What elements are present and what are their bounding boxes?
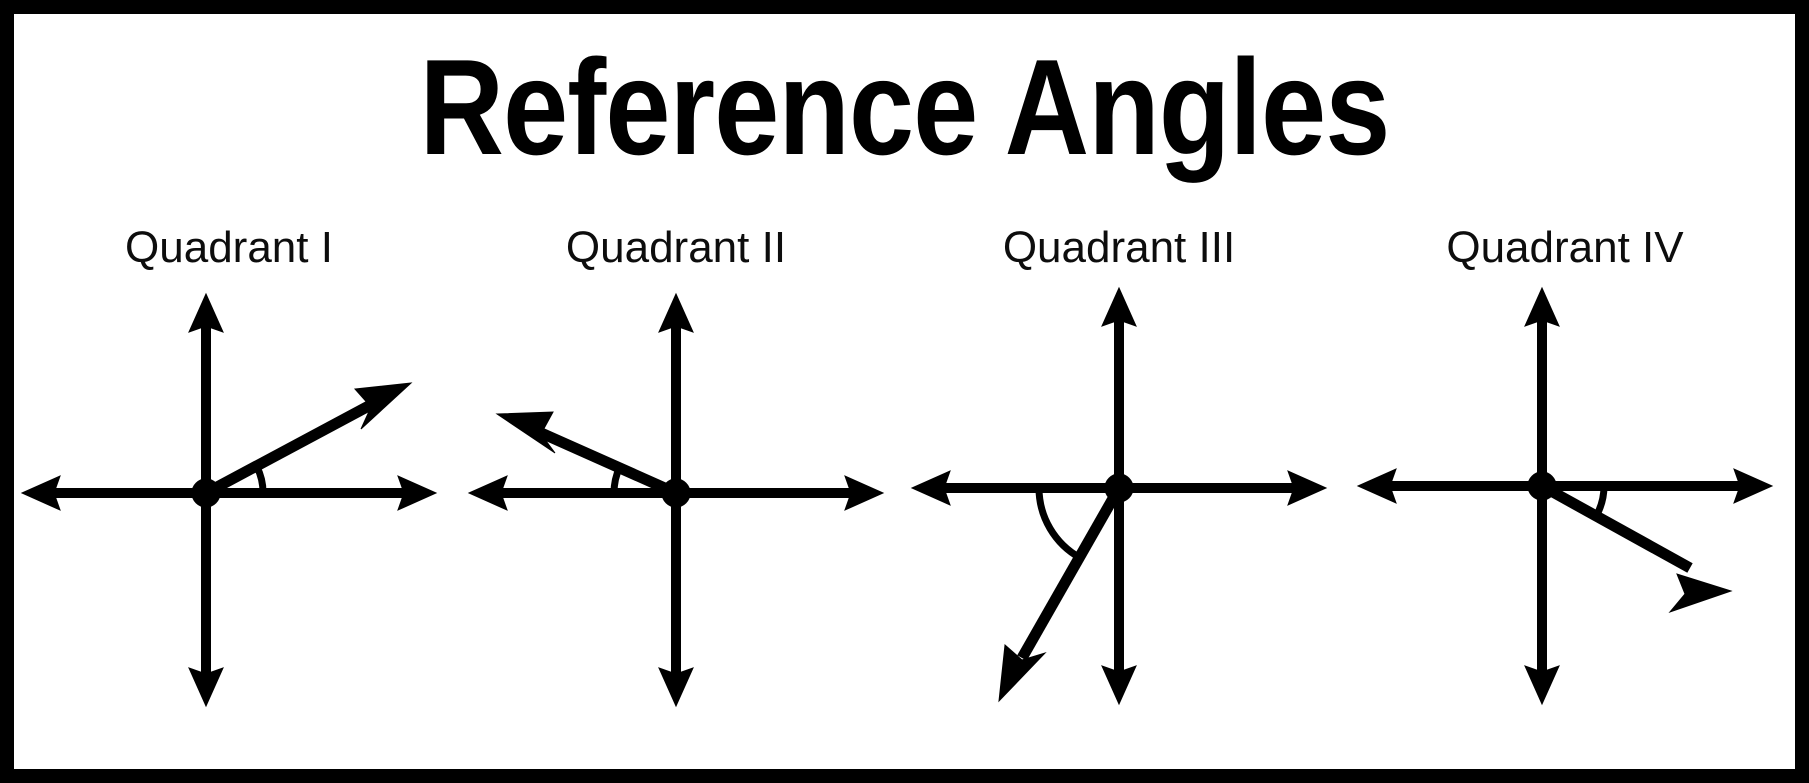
x-axis-1: [20, 475, 438, 511]
terminal-ray-2: [495, 411, 679, 499]
quadrant-panel-1: Quadrant I: [14, 214, 444, 769]
quadrant-panel-4: Quadrant IV: [1350, 214, 1780, 769]
poster-content: Reference Angles Quadrant I: [14, 14, 1795, 769]
terminal-ray-3: [998, 485, 1124, 703]
quadrant-figure-1: [14, 286, 444, 716]
quadrant-panel-2: Quadrant II: [461, 214, 891, 769]
quadrant-label-3: Quadrant III: [1002, 223, 1236, 272]
origin-dot-4: [1527, 471, 1557, 501]
quadrant-figure-3: [904, 286, 1334, 716]
x-axis-4: [1356, 468, 1774, 504]
origin-dot-2: [661, 478, 691, 508]
quadrant-figure-2: [461, 286, 891, 716]
quadrant-label-1: Quadrant I: [125, 223, 333, 272]
quadrant-panels: Quadrant I: [14, 214, 1795, 769]
quadrant-figure-4: [1350, 286, 1780, 716]
quadrant-label-2: Quadrant II: [565, 223, 787, 272]
quadrant-label-4: Quadrant IV: [1446, 223, 1684, 272]
terminal-ray-4: [1539, 481, 1733, 614]
origin-dot-1: [191, 478, 221, 508]
reference-angle-arc-3: [1035, 487, 1082, 561]
origin-dot-3: [1104, 473, 1134, 503]
page-title: Reference Angles: [419, 31, 1391, 183]
terminal-ray-1: [203, 382, 413, 498]
quadrant-panel-3: Quadrant III: [904, 214, 1334, 769]
